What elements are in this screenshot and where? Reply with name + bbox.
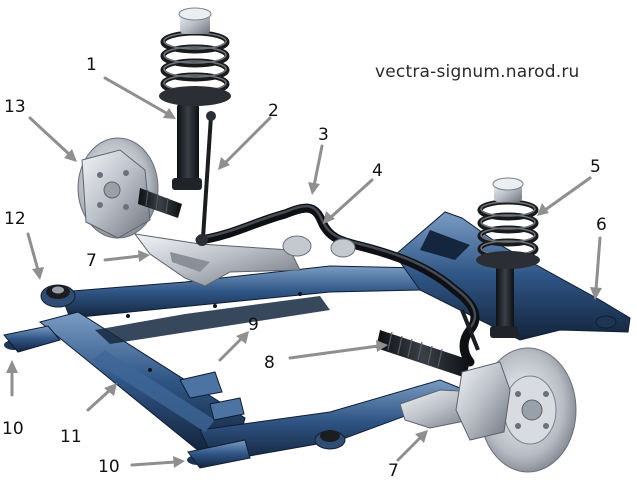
watermark-text: vectra-signum.narod.ru	[375, 62, 580, 82]
callout-7a: 7	[86, 251, 97, 271]
left-strut	[159, 7, 231, 190]
right-strut	[476, 177, 540, 338]
callout-labels: 1 2 3 4 5 6 7 7 8 9 10 10 11 12 13	[2, 55, 607, 481]
leader-arrows	[6, 76, 602, 468]
callout-10b: 10	[98, 457, 120, 477]
callout-8: 8	[264, 353, 275, 373]
right-brake-disc	[455, 347, 577, 473]
left-control-arm	[133, 233, 301, 287]
right-drive-shaft	[376, 309, 480, 378]
left-wheel-hub	[77, 137, 182, 239]
callout-5: 5	[590, 157, 601, 177]
callout-12: 12	[4, 209, 26, 229]
left-stabilizer-link	[196, 111, 216, 246]
callout-2: 2	[268, 101, 279, 121]
callout-6: 6	[596, 215, 607, 235]
callout-13: 13	[4, 97, 26, 117]
callout-11: 11	[60, 427, 82, 447]
callout-9: 9	[248, 315, 259, 335]
subframe	[3, 265, 472, 469]
callout-3: 3	[318, 125, 329, 145]
callout-4: 4	[372, 161, 383, 181]
callout-1: 1	[86, 55, 97, 75]
callout-10a: 10	[2, 419, 24, 439]
callout-7b: 7	[388, 461, 399, 481]
